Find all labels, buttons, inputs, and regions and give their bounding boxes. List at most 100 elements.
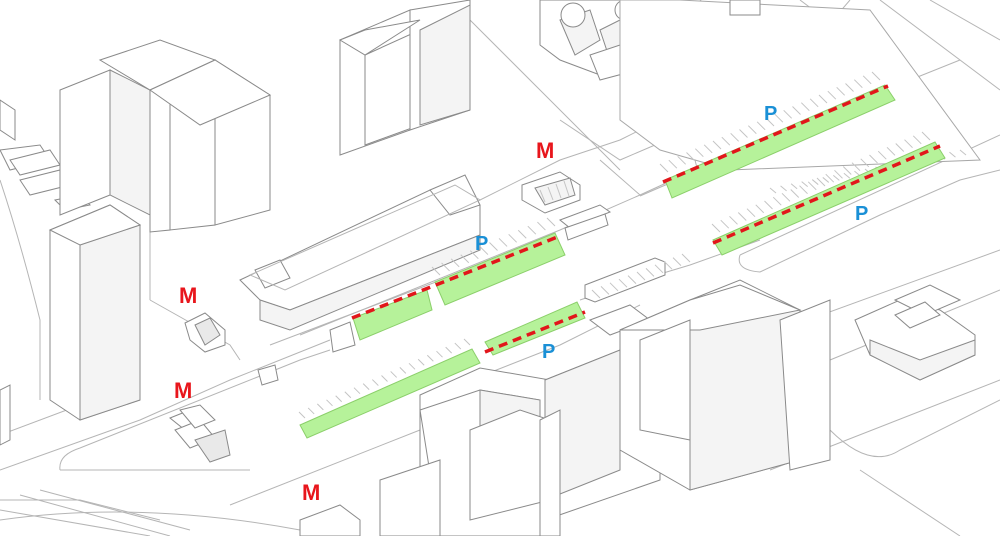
parking-stall-line [663,260,673,270]
metro-markers: M M M M [174,138,554,505]
parking-stall-line [508,233,518,243]
parking-stall-line [851,162,861,172]
parking-stall-line [799,185,808,195]
parking-stall-line [921,131,931,141]
parking-stall-line [335,395,343,403]
parking-stall-line [860,158,870,168]
parking-stall-line [479,246,489,255]
parking-stall-line [445,346,453,354]
parking-stall-line [730,132,740,142]
parking-stall-line [801,181,808,188]
metro-m-icon: M [174,378,192,403]
parking-stall-line [399,367,407,374]
parking-stall-line [790,189,800,198]
parking-stall-line [463,338,471,346]
parking-stall-line [454,342,462,350]
parking-stall-line [362,383,370,390]
parking-stall-line [781,192,791,202]
parking-stall-line [645,268,655,277]
metro-m-icon: M [536,138,554,163]
parking-stall-line [537,221,546,231]
parking-label-center: P [475,233,488,255]
parking-stall-line [344,391,352,399]
parking-stall-line [886,146,896,156]
parking-stall-line [417,358,425,366]
parking-zones [299,84,946,439]
parking-stall-line [672,257,682,266]
parking-stall-line [371,379,379,386]
parking-stall-line [959,149,967,156]
parking-stall-line [816,177,826,187]
parking-stall-line [668,159,678,169]
parking-stall-line [677,155,687,165]
parking-stall-line [636,271,646,281]
parking-stall-line [862,75,872,85]
parking-stall-line [747,125,757,135]
parking-stall-line [877,150,887,160]
parking-stall-line [591,289,601,299]
parking-stall-line [949,151,956,158]
parking-stall-line [780,185,787,192]
parking-stall-line [790,183,798,190]
parking-stall-line [818,94,828,104]
parking-zone-center-upper-right [434,232,566,306]
parking-stall-line [441,262,450,272]
parking-stall-line [326,399,333,407]
parking-label-top-right: P [764,103,777,125]
parking-stall-line [746,208,756,218]
parking-stall-line [460,254,470,264]
parking-stall-line [871,71,881,81]
parking-stall-line [408,362,416,370]
parking-stall-line [527,225,537,235]
parking-stall-line [720,219,730,229]
metro-m-icon: M [179,283,197,308]
parking-stall-line [654,264,664,274]
parking-stall-line [912,135,922,145]
parking-label-right: P [855,203,868,225]
parking-stall-line [845,83,854,92]
parking-zone-top-right-upper [664,84,896,199]
red-dashed-line-center-upper [351,234,561,320]
parking-stall-line [316,403,324,411]
parking-stall-line [600,286,610,295]
parking-stall-line [833,174,840,181]
parking-stall-line [811,179,819,185]
parking-stall-line [737,212,747,221]
parking-stall-line [431,266,441,276]
red-dashed-line-top-right-upper [662,84,889,184]
parking-stall-line [822,177,830,183]
parking-stall-line [436,350,443,358]
parking-labels: P P P P [475,103,868,363]
parking-stall-line [843,172,851,179]
parking-stall-line [853,79,863,89]
parking-stall-line [469,250,479,260]
parking-stall-line [895,143,905,152]
parking-stall-line [381,375,388,382]
parking-stall-line [298,411,306,419]
parking-stall-line [834,169,843,179]
parking-label-center-lower: P [542,341,555,363]
parking-stall-line [739,129,748,138]
parking-zone-center-lower-left [299,348,481,439]
parking-stall-line [627,275,637,284]
parking-stall-line [807,181,817,191]
parking-stall-line [772,196,782,206]
parking-stall-line [703,144,713,154]
parking-stall-line [800,102,810,112]
parking-stall-line [756,121,766,131]
parking-stall-line [450,258,460,268]
parking-stall-line [686,152,695,161]
parking-stall-line [836,86,846,96]
red-dashed-line-top-right-lower [712,144,941,245]
parking-stall-line [426,354,434,362]
parking-stall-line [729,215,738,225]
parking-stall-line [869,154,878,164]
metro-m-icon: M [302,480,320,505]
parking-stall-line [825,173,835,183]
parking-stall-line [517,229,527,239]
parking-stall-line [711,223,721,233]
parking-stall-line [712,140,722,150]
parking-stall-line [764,200,773,210]
parking-stall-line [904,139,913,149]
